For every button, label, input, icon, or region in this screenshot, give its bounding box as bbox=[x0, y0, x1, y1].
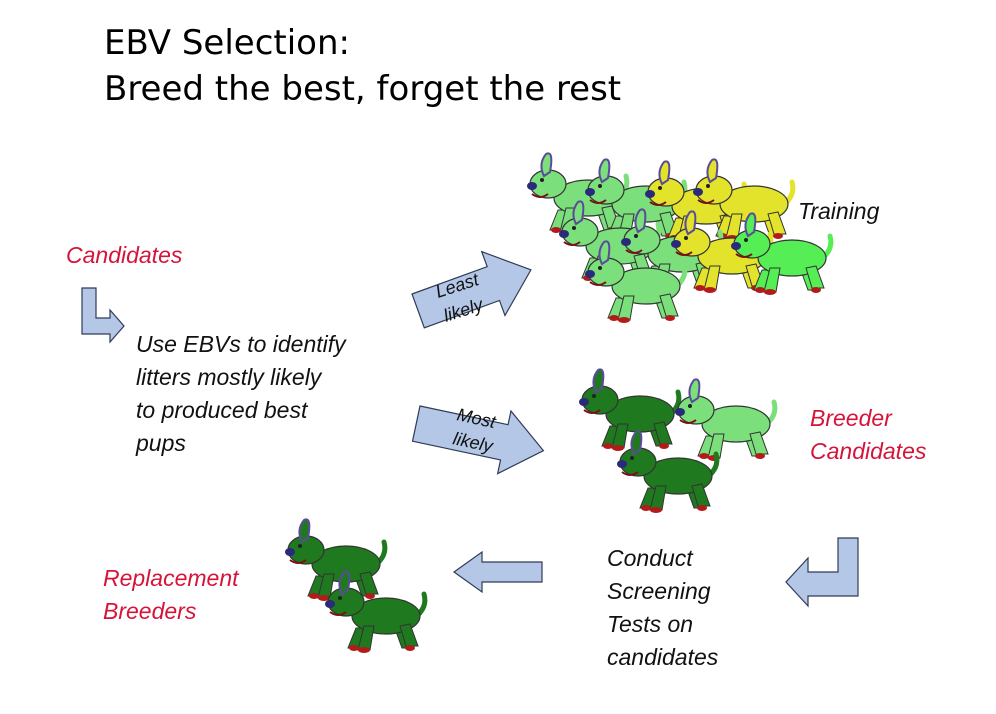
replacement-dog-2 bbox=[325, 571, 425, 653]
screening-bent-arrow bbox=[785, 537, 859, 608]
use-ebvs-line-2: litters mostly likely bbox=[136, 364, 322, 390]
page-title: EBV Selection: Breed the best, forget th… bbox=[104, 20, 621, 112]
conduct-screening-label: Conduct Screening Tests on candidates bbox=[607, 542, 718, 674]
conduct-line-1: Conduct bbox=[607, 545, 693, 571]
replacement-breeders-label: Replacement Breeders bbox=[103, 562, 239, 628]
conduct-line-3: Tests on bbox=[607, 611, 694, 637]
replacement-dog-1 bbox=[285, 519, 385, 601]
breeder-candidates-line-2: Candidates bbox=[810, 438, 927, 464]
replacement-dog-group bbox=[285, 519, 425, 653]
training-label: Training bbox=[798, 198, 880, 224]
breeder-candidate-dog-1 bbox=[579, 369, 679, 451]
replacement-line-1: Replacement bbox=[103, 565, 239, 591]
breeder-candidate-dog-group bbox=[579, 369, 775, 513]
least-likely-arrow bbox=[411, 250, 532, 329]
most-likely-arrow bbox=[411, 405, 545, 475]
candidates-bent-arrow bbox=[81, 287, 125, 344]
title-line-1: EBV Selection: bbox=[104, 23, 350, 63]
breeder-candidates-label: Breeder Candidates bbox=[810, 402, 926, 468]
conduct-line-2: Screening bbox=[607, 578, 711, 604]
candidates-label: Candidates bbox=[66, 242, 183, 268]
use-ebvs-label: Use EBVs to identify litters mostly like… bbox=[136, 328, 346, 460]
breeder-candidate-dog-2 bbox=[675, 379, 775, 461]
use-ebvs-line-4: pups bbox=[136, 430, 186, 456]
breeder-candidates-line-1: Breeder bbox=[810, 405, 892, 431]
replacement-arrow bbox=[452, 550, 543, 594]
use-ebvs-line-3: to produced best bbox=[136, 397, 308, 423]
training-dog-4 bbox=[693, 159, 793, 241]
replacement-line-2: Breeders bbox=[103, 598, 197, 624]
title-line-2: Breed the best, forget the rest bbox=[104, 69, 622, 109]
use-ebvs-line-1: Use EBVs to identify bbox=[136, 331, 346, 357]
training-dog-group bbox=[527, 153, 831, 323]
conduct-line-4: candidates bbox=[607, 644, 719, 670]
